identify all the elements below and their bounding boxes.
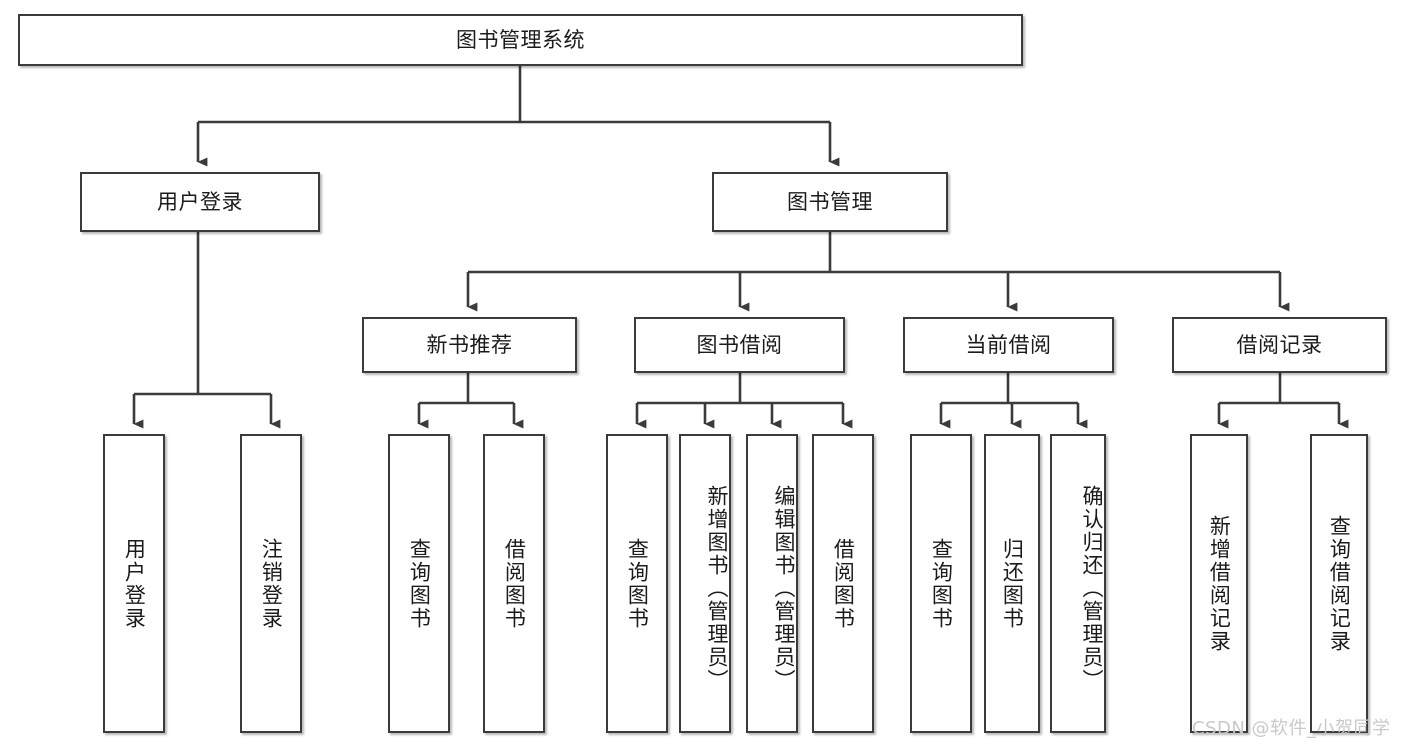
node-leaf-confirm-return-admin[interactable]: 确认归还（管理员） [1050,434,1106,733]
node-label: 新书推荐 [426,332,513,357]
node-leaf-add-book-admin[interactable]: 新增图书（管理员） [679,434,731,733]
node-label: 图书管理系统 [456,27,585,52]
node-label: 查询图书 [407,537,432,630]
node-leaf-query-book-borrow[interactable]: 查询图书 [606,434,668,733]
node-label: 查询借阅记录 [1327,514,1352,653]
node-current-borrow[interactable]: 当前借阅 [903,317,1114,373]
node-label: 编辑图书（管理员） [772,485,796,692]
node-label: 用户登录 [122,537,147,630]
node-borrow-record[interactable]: 借阅记录 [1172,317,1387,373]
node-label: 图书管理 [787,189,873,214]
node-label: 注销登录 [259,537,284,630]
node-book-management-system[interactable]: 图书管理系统 [18,14,1023,66]
node-label: 查询图书 [625,537,650,630]
node-label: 用户登录 [157,189,243,214]
node-label: 确认归还（管理员） [1080,485,1104,692]
node-leaf-query-book-current[interactable]: 查询图书 [910,434,972,733]
csdn-watermark: CSDN @软件_小贺同学 [1192,718,1391,739]
node-label: 借阅图书 [502,537,527,630]
node-book-manage[interactable]: 图书管理 [712,172,948,232]
node-leaf-query-borrow-record[interactable]: 查询借阅记录 [1310,434,1368,733]
node-label: 归还图书 [1000,537,1025,630]
node-label: 查询图书 [929,537,954,630]
node-label: 借阅记录 [1236,332,1323,357]
node-leaf-edit-book-admin[interactable]: 编辑图书（管理员） [746,434,798,733]
node-label: 当前借阅 [965,332,1052,357]
node-label: 图书借阅 [696,332,783,357]
node-leaf-borrow-book[interactable]: 借阅图书 [812,434,874,733]
node-book-borrow[interactable]: 图书借阅 [634,317,845,373]
node-label: 新增借阅记录 [1207,514,1232,653]
node-new-book-recommend[interactable]: 新书推荐 [362,317,577,373]
node-leaf-user-login[interactable]: 用户登录 [103,434,165,733]
node-user-login[interactable]: 用户登录 [80,172,320,232]
node-leaf-query-book-recommend[interactable]: 查询图书 [388,434,450,733]
node-label: 借阅图书 [831,537,856,630]
node-leaf-return-book[interactable]: 归还图书 [984,434,1040,733]
node-leaf-logout-login[interactable]: 注销登录 [240,434,302,733]
node-label: 新增图书（管理员） [705,485,729,692]
node-leaf-add-borrow-record[interactable]: 新增借阅记录 [1190,434,1248,733]
node-leaf-borrow-book-recommend[interactable]: 借阅图书 [483,434,545,733]
